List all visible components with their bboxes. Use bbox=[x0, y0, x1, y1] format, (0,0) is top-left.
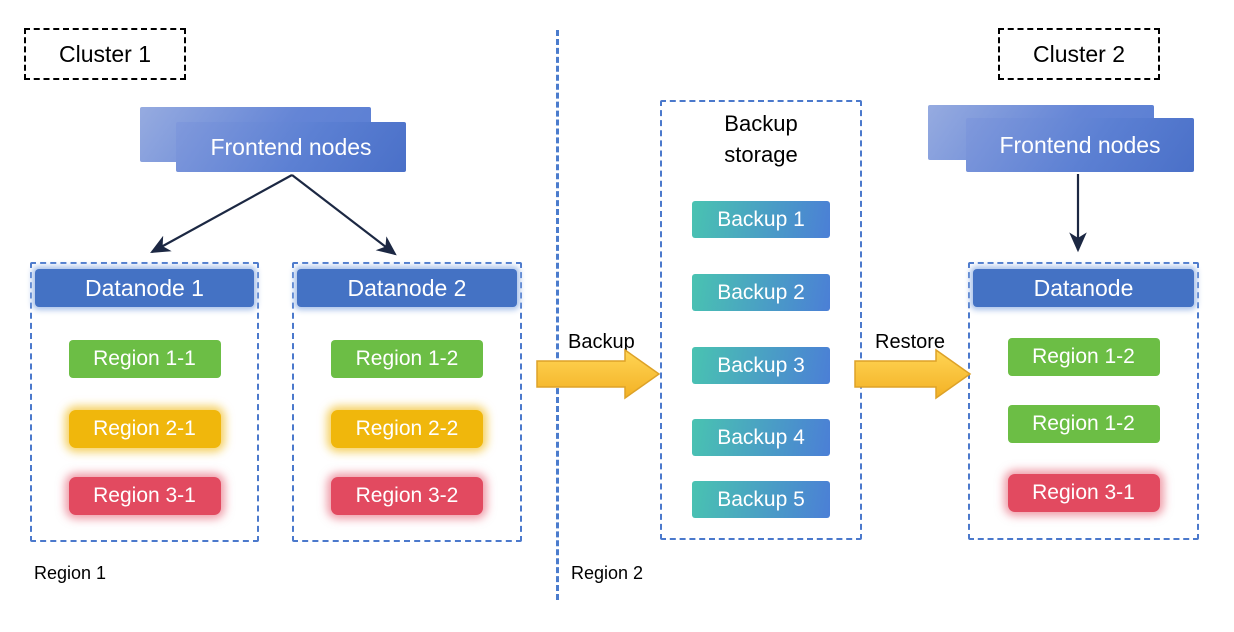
region-label: Region 1-2 bbox=[355, 347, 459, 370]
region-badge: Region 1-2 bbox=[331, 340, 483, 378]
region-badge: Region 3-1 bbox=[1007, 474, 1160, 512]
cluster2-frontend-panel: Frontend nodes bbox=[966, 118, 1194, 172]
backup-item: Backup 2 bbox=[692, 274, 830, 311]
cluster2-label-box: Cluster 2 bbox=[998, 28, 1160, 80]
backup-item: Backup 3 bbox=[692, 347, 830, 384]
cluster2-datanode-container: Datanode Region 1-2 Region 1-2 Region 3-… bbox=[968, 262, 1199, 540]
region1-footnote: Region 1 bbox=[34, 563, 107, 583]
datanode2-title: Datanode 2 bbox=[347, 274, 467, 301]
cluster1-frontend-label: Frontend nodes bbox=[210, 133, 372, 160]
backup-storage-title: Backup storage bbox=[724, 111, 798, 167]
datanode1-title: Datanode 1 bbox=[85, 274, 204, 301]
datanode1-container: Datanode 1 Region 1-1 Region 2-1 Region … bbox=[30, 262, 259, 542]
region-badge: Region 1-1 bbox=[68, 340, 221, 378]
region-label: Region 1-1 bbox=[93, 347, 196, 370]
region-badge: Region 3-1 bbox=[68, 477, 221, 515]
backup-flow-label: Backup bbox=[568, 331, 635, 353]
cluster1-frontend-panel: Frontend nodes bbox=[176, 122, 406, 172]
backup-item: Backup 5 bbox=[692, 481, 830, 518]
region-badge: Region 2-1 bbox=[68, 410, 221, 448]
datanode1-header: Datanode 1 bbox=[35, 269, 254, 307]
region-label: Region 2-1 bbox=[93, 417, 196, 440]
cluster2-datanode-title: Datanode bbox=[1033, 274, 1134, 301]
backup-item-label: Backup 5 bbox=[717, 487, 805, 511]
region-badge: Region 1-2 bbox=[1007, 338, 1160, 376]
backup-item: Backup 1 bbox=[692, 201, 830, 238]
region-label: Region 3-2 bbox=[355, 484, 459, 507]
cluster2-datanode-header: Datanode bbox=[973, 269, 1194, 307]
backup-item-label: Backup 2 bbox=[717, 280, 805, 304]
region-badge: Region 3-2 bbox=[331, 477, 483, 515]
region-label: Region 3-1 bbox=[93, 484, 196, 507]
backup-item-label: Backup 1 bbox=[717, 207, 805, 231]
frontend-to-datanode2-arrow bbox=[291, 174, 397, 256]
restore-flow-label: Restore bbox=[875, 331, 946, 353]
datanode2-header: Datanode 2 bbox=[297, 269, 517, 307]
cluster2-label: Cluster 2 bbox=[1032, 40, 1126, 67]
frontend-to-datanode1-arrow bbox=[150, 174, 293, 254]
datanode2-container: Datanode 2 Region 1-2 Region 2-2 Region … bbox=[292, 262, 522, 542]
backup-item-label: Backup 3 bbox=[717, 353, 805, 377]
region-label: Region 3-1 bbox=[1032, 481, 1135, 504]
region-badge: Region 1-2 bbox=[1007, 405, 1160, 443]
region-label: Region 1-2 bbox=[1032, 345, 1135, 368]
cluster1-label: Cluster 1 bbox=[58, 40, 152, 67]
backup-item: Backup 4 bbox=[692, 419, 830, 456]
region-label: Region 2-2 bbox=[355, 417, 459, 440]
cluster2-frontend-label: Frontend nodes bbox=[999, 131, 1161, 158]
backup-item-label: Backup 4 bbox=[717, 425, 805, 449]
region-badge: Region 2-2 bbox=[331, 410, 483, 448]
backup-storage-container: Backup storage Backup 1 Backup 2 Backup … bbox=[660, 100, 862, 540]
region2-footnote: Region 2 bbox=[571, 563, 644, 583]
restore-arrow bbox=[854, 348, 972, 400]
region-label: Region 1-2 bbox=[1032, 412, 1135, 435]
region-divider-line bbox=[556, 30, 559, 600]
cluster1-label-box: Cluster 1 bbox=[24, 28, 186, 80]
